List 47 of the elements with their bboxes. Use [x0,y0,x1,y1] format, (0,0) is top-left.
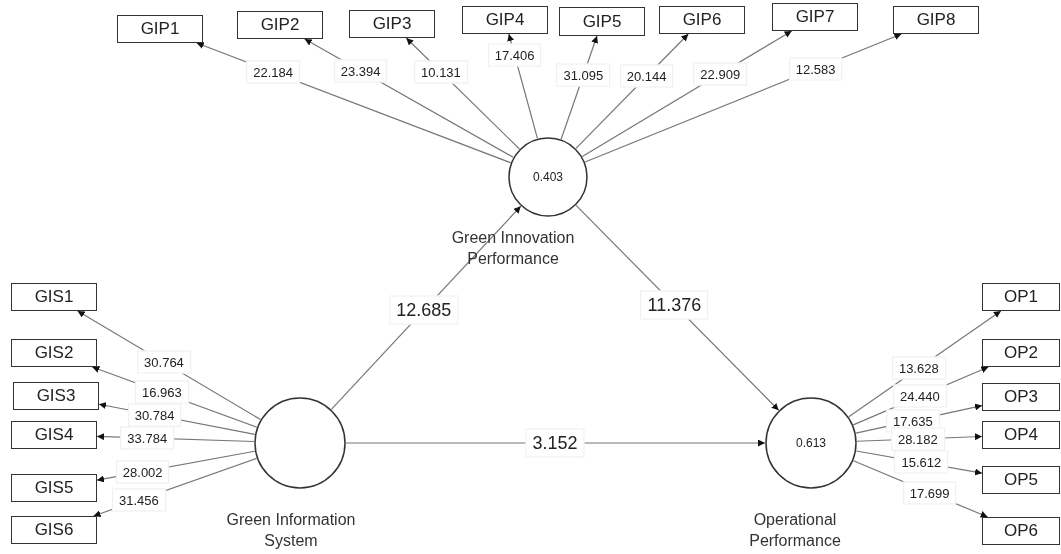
indicator-box: GIS5 [11,474,97,502]
path-coefficient-label: 22.909 [693,62,748,86]
construct-name: Green Innovation Performance [450,228,576,269]
path-coefficient-label: 30.764 [137,350,191,374]
indicator-box: GIP6 [659,6,745,34]
indicator-box: OP6 [982,517,1060,545]
indicator-box: GIP4 [462,6,548,34]
indicator-box: GIP1 [117,15,203,43]
indicator-box: GIP8 [893,6,979,34]
path-coefficient-label: 31.456 [112,488,166,512]
path-coefficient-label: 24.440 [893,384,947,408]
indicator-box: OP3 [982,383,1060,411]
indicator-box: GIP2 [237,11,323,39]
r-squared-value: 0.613 [795,436,827,450]
indicator-box: GIP7 [772,3,858,31]
indicator-box: GIP3 [349,10,435,38]
indicator-box: OP4 [982,421,1060,449]
path-coefficient-label: 13.628 [891,356,946,380]
path-coefficient-label: 12.583 [788,57,843,81]
path-coefficient-label: 22.184 [246,60,300,84]
path-coefficient-label: 28.182 [890,427,945,451]
indicator-box: GIS4 [11,421,97,449]
indicator-box: OP5 [982,466,1060,494]
path-coefficient-label: 16.963 [135,380,189,404]
path-coefficient-label: 28.002 [115,460,170,484]
indicator-box: GIS6 [11,516,97,544]
path-coefficient-label: 20.144 [619,64,674,88]
path-coefficient-label: 23.394 [333,59,388,83]
indicator-box: GIS1 [11,283,97,311]
path-coefficient-label: 17.406 [487,43,542,67]
indicator-box: GIS2 [11,339,97,367]
path-coefficient-label: 11.376 [640,290,709,320]
path-coefficient-label: 31.095 [556,63,611,87]
path-coefficient-label: 17.699 [902,481,957,505]
path-coefficient-label: 33.784 [120,426,175,450]
indicator-box: GIS3 [13,382,99,410]
indicator-box: GIP5 [559,7,645,36]
path-coefficient-label: 15.612 [894,450,949,474]
construct-name: Operational Performance [748,510,842,551]
path-coefficient-label: 12.685 [389,295,459,325]
path-coefficient-label: 3.152 [525,428,585,458]
construct-name: Green Information System [225,510,357,551]
path-coefficient-label: 10.131 [414,60,468,84]
path-coefficient-label: 30.784 [127,403,182,427]
r-squared-value: 0.403 [532,170,564,184]
indicator-box: OP2 [982,339,1060,367]
indicator-box: OP1 [982,283,1060,311]
